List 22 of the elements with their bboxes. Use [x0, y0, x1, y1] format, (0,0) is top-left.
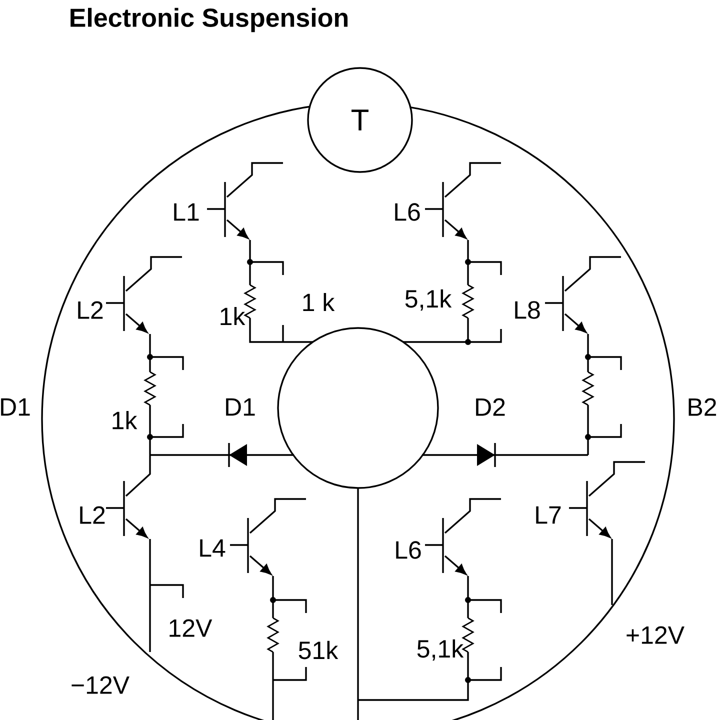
- component-label: 51k: [298, 640, 338, 660]
- component-label: D1: [226, 398, 255, 416]
- component-label: 5,1k: [405, 289, 452, 311]
- component-label: L6: [395, 203, 420, 221]
- component-label: L6: [396, 541, 421, 559]
- component-label: L8: [515, 301, 540, 319]
- component-label: D2: [476, 398, 505, 416]
- component-label: D1: [1, 398, 30, 416]
- component-label: 5,1k: [417, 639, 464, 661]
- component-label: B2: [688, 398, 716, 416]
- component-label: 1k: [112, 410, 138, 430]
- component-label: +12V: [626, 626, 684, 644]
- component-label: 1k: [220, 306, 246, 326]
- component-label: L7: [536, 506, 561, 524]
- circle-node: [277, 327, 439, 489]
- component-label: −12V: [72, 676, 130, 694]
- component-label: L2: [80, 506, 105, 524]
- title: Electronic Suspension: [70, 8, 348, 32]
- component-label: L2: [78, 301, 103, 319]
- component-label: L4: [200, 539, 226, 557]
- component-label: 12V: [170, 619, 212, 637]
- component-label: L1: [174, 203, 199, 221]
